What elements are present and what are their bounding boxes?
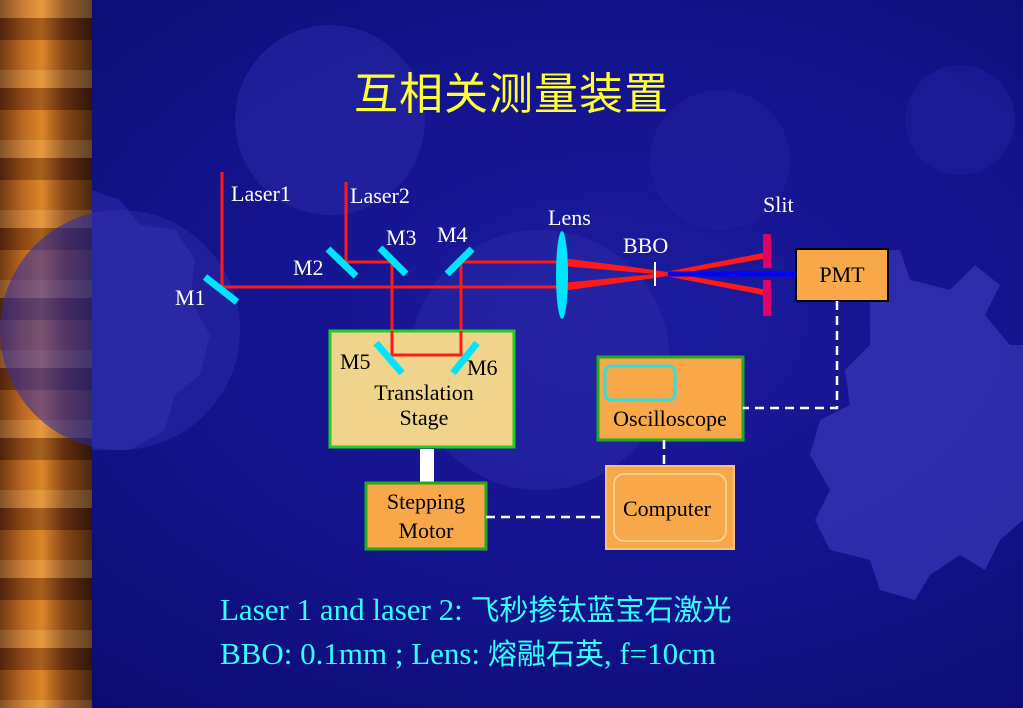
signal-cables: [486, 301, 839, 519]
label-m1: M1: [175, 285, 206, 310]
page-title: 互相关测量装置: [354, 69, 669, 120]
computer-box: [605, 465, 735, 550]
caption-line-2-cjk: 熔融石英: [487, 637, 604, 671]
label-computer: Computer: [623, 496, 712, 521]
label-bbo: BBO: [623, 233, 668, 258]
translation-stage: [328, 329, 516, 449]
label-slit: Slit: [763, 192, 794, 217]
label-laser1: Laser1: [231, 181, 291, 206]
caption-line-1-cjk: 飞秒掺钛蓝宝石激光: [470, 593, 732, 627]
label-stage: Stage: [400, 405, 449, 430]
pmt-oscilloscope-cable: [743, 301, 839, 410]
mirror-m4: [444, 246, 475, 277]
caption-line-2-focal: , f=10cm: [603, 636, 717, 671]
mirror-m5: [373, 340, 405, 376]
mirrors: [202, 245, 480, 376]
label-oscilloscope: Oscilloscope: [613, 406, 727, 431]
slit-upper: [763, 234, 771, 268]
label-m2: M2: [293, 255, 324, 280]
label-m6: M6: [467, 355, 498, 380]
mirror-m3: [377, 245, 409, 277]
label-translation: Translation: [374, 380, 473, 405]
slit-lower: [763, 280, 771, 316]
label-m3: M3: [386, 225, 417, 250]
label-motor: Motor: [399, 518, 455, 543]
computer-screen: [613, 473, 727, 542]
oscilloscope-screen: [603, 364, 677, 402]
caption-line-1-text: Laser 1 and laser 2:: [220, 592, 471, 627]
label-laser2: Laser2: [350, 183, 410, 208]
caption-line-2-text: BBO: 0.1mm ; Lens:: [220, 636, 488, 671]
lens-element: [556, 231, 568, 319]
mirror-m6: [450, 340, 480, 376]
label-m5: M5: [340, 349, 371, 374]
label-m4: M4: [437, 222, 468, 247]
beam-cone-upper-in: [562, 258, 655, 274]
label-pmt: PMT: [819, 262, 865, 287]
stage-motor-connector: [420, 449, 434, 482]
pmt-box: [795, 248, 889, 302]
caption-line-1: Laser 1 and laser 2: 飞秒掺钛蓝宝石激光: [220, 587, 732, 629]
stage-beam-path: [390, 331, 463, 357]
mirror-m2: [325, 246, 359, 279]
caption-line-2: BBO: 0.1mm ; Lens: 熔融石英, f=10cm: [220, 631, 716, 673]
label-stepping: Stepping: [387, 489, 465, 514]
stepping-motor-box: [364, 481, 488, 551]
beam-cone-lower-in: [562, 274, 655, 291]
label-lens: Lens: [548, 205, 591, 230]
mirror-m1: [202, 274, 240, 305]
